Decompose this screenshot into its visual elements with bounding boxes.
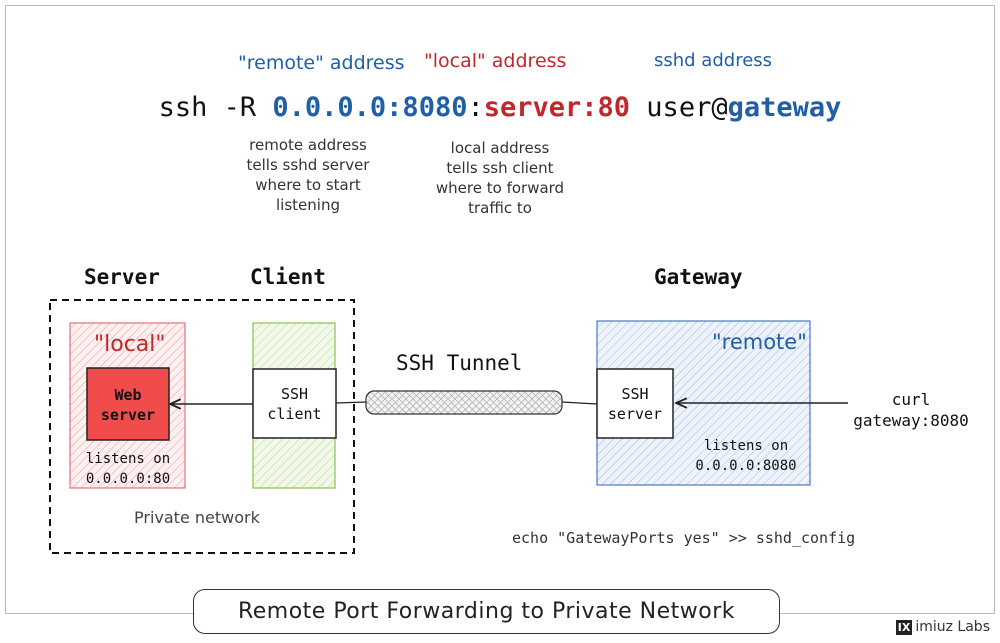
curl-command: curl gateway:8080 <box>853 390 969 430</box>
client-heading: Client <box>250 265 326 289</box>
private-network-boundary <box>49 299 355 554</box>
ssh-server-listens: listens on 0.0.0.0:8080 <box>695 438 797 474</box>
local-tag: "local" <box>94 332 166 357</box>
remote-address-note: remote address tells sshd server where t… <box>246 136 370 214</box>
gateway-ports-config: echo "GatewayPorts yes" >> sshd_config <box>512 529 856 547</box>
ssh-tunnel-label: SSH Tunnel <box>396 351 523 375</box>
web-server-box <box>86 367 170 441</box>
command-gateway: gateway <box>727 92 842 123</box>
brand-mark: IX <box>895 619 913 635</box>
tunnel-link-left <box>335 401 367 404</box>
ssh-client-label: SSH client <box>267 385 322 423</box>
server-heading: Server <box>84 265 160 289</box>
command-prefix: ssh -R <box>158 92 273 123</box>
diagram-title: Remote Port Forwarding to Private Networ… <box>193 589 780 634</box>
command-remote-address: 0.0.0.0:8080 <box>272 92 468 123</box>
remote-tag: "remote" <box>712 330 807 354</box>
private-network-label: Private network <box>134 508 260 527</box>
brand-text: imiuz Labs <box>915 619 990 635</box>
ssh-server-box <box>596 368 674 439</box>
local-address-note: local address tells ssh client where to … <box>435 139 565 217</box>
ssh-tunnel-pipe <box>365 390 563 415</box>
command-user: user@ <box>630 92 728 123</box>
ssh-server-label: SSH server <box>607 385 663 423</box>
command-local-address: server:80 <box>483 92 631 123</box>
ssh-command: ssh -R 0.0.0.0:8080:server:80 user@gatew… <box>0 92 1000 123</box>
web-server-label: Web server <box>100 386 156 424</box>
gateway-heading: Gateway <box>654 265 743 289</box>
remote-address-label: "remote" address <box>238 52 405 74</box>
sshd-address-label: sshd address <box>654 50 773 71</box>
command-separator: : <box>467 92 484 123</box>
tunnel-link-right <box>561 401 598 405</box>
web-server-listens: listens on 0.0.0.0:80 <box>85 451 171 487</box>
local-address-label: "local" address <box>424 50 567 72</box>
